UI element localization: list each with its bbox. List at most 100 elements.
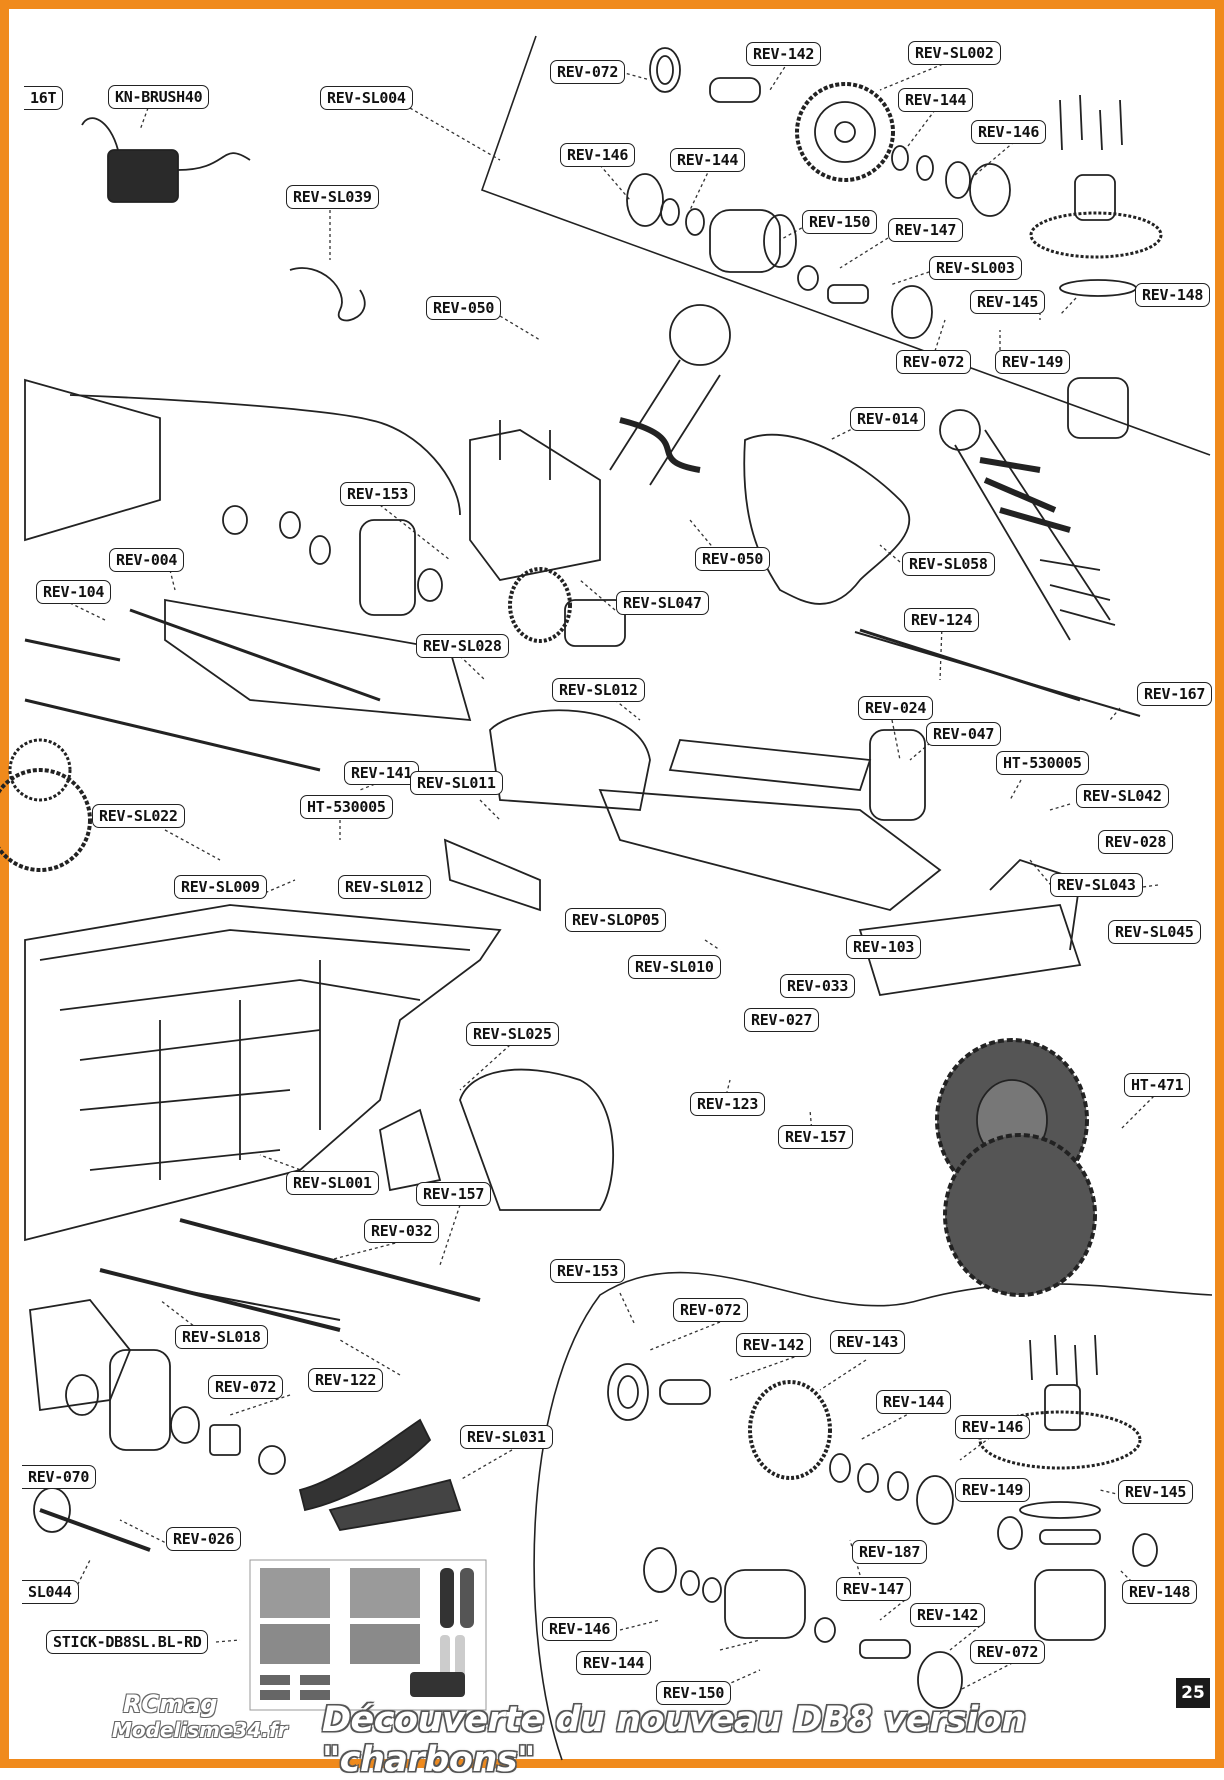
arm-sketch-left <box>24 378 161 542</box>
part-label: REV-157 <box>416 1182 492 1206</box>
part-label: REV-145 <box>1118 1480 1194 1504</box>
part-label: HT-530005 <box>300 795 393 819</box>
rear-hub-sketch <box>109 1349 171 1451</box>
part-label: REV-146 <box>542 1617 618 1641</box>
skid-plate-sketch <box>858 904 1082 997</box>
shock-tower-sketch <box>743 433 911 605</box>
part-label: REV-SL002 <box>908 41 1001 65</box>
part-label: REV-145 <box>970 290 1046 314</box>
part-label: REV-148 <box>1122 1580 1198 1604</box>
part-label: REV-142 <box>736 1333 812 1357</box>
part-label: REV-146 <box>971 120 1047 144</box>
part-label: REV-SLOP05 <box>565 908 667 932</box>
part-label: REV-070 <box>22 1465 97 1489</box>
part-label: REV-SL031 <box>460 1425 553 1449</box>
part-label: REV-072 <box>550 60 626 84</box>
part-label: REV-147 <box>836 1577 912 1601</box>
part-label: REV-072 <box>208 1375 284 1399</box>
part-label: REV-157 <box>778 1125 854 1149</box>
rear-shock-sketch <box>939 409 1116 641</box>
part-label: REV-150 <box>656 1681 732 1705</box>
part-label: REV-072 <box>970 1640 1046 1664</box>
part-label: REV-072 <box>896 350 972 374</box>
part-label: SL044 <box>22 1580 79 1604</box>
part-label: REV-SL018 <box>175 1325 268 1349</box>
part-label: REV-027 <box>744 1008 820 1032</box>
part-label: HT-530005 <box>996 751 1089 775</box>
part-label: REV-SL009 <box>174 875 267 899</box>
part-label: REV-104 <box>36 580 112 604</box>
front-diff-section-boundary <box>480 35 1211 456</box>
gearbox-sketch <box>469 429 601 581</box>
part-label: REV-SL012 <box>552 678 645 702</box>
part-label: REV-SL011 <box>410 771 503 795</box>
part-label: REV-144 <box>898 88 974 112</box>
part-label: REV-028 <box>1098 830 1174 854</box>
part-label: REV-SL022 <box>92 804 185 828</box>
front-diff-sketch <box>1029 94 1163 439</box>
leader-lines <box>69 61 1159 1691</box>
part-label: REV-SL047 <box>616 591 709 615</box>
part-label: REV-187 <box>852 1540 928 1564</box>
part-label: REV-153 <box>340 482 416 506</box>
part-label: REV-024 <box>858 696 934 720</box>
part-label: REV-142 <box>746 42 822 66</box>
part-label: REV-SL001 <box>286 1171 379 1195</box>
rear-lower-arm-sketch <box>598 788 942 911</box>
part-label: REV-146 <box>955 1415 1031 1439</box>
part-label: REV-144 <box>876 1390 952 1414</box>
part-label: REV-072 <box>673 1298 749 1322</box>
chassis-sketch <box>24 904 502 1242</box>
page-caption: Découverte du nouveau DB8 version "charb… <box>322 1700 1026 1780</box>
part-label: REV-144 <box>670 148 746 172</box>
part-label: REV-149 <box>995 350 1071 374</box>
sway-bar-sketch <box>69 394 461 516</box>
part-label: REV-SL025 <box>466 1022 559 1046</box>
part-label: REV-149 <box>955 1478 1031 1502</box>
part-label: REV-032 <box>364 1219 440 1243</box>
part-label: STICK-DB8SL.BL-RD <box>46 1630 209 1654</box>
brand-site: Modelisme34.fr <box>112 1718 288 1742</box>
esc-sketch <box>107 149 179 203</box>
front-shock-sketch <box>609 304 731 486</box>
center-mount-sketch <box>459 1068 614 1211</box>
rear-diff-housing-sketch <box>489 709 651 811</box>
sticker-sheet-sketch <box>249 1559 487 1711</box>
ring-gear-sketch <box>508 567 572 643</box>
part-label: REV-004 <box>109 548 185 572</box>
center-ring-gear-sketch <box>748 1380 832 1480</box>
part-label: REV-SL012 <box>338 875 431 899</box>
part-label: REV-144 <box>576 1651 652 1675</box>
part-label: REV-SL058 <box>902 552 995 576</box>
part-label: REV-141 <box>344 761 420 785</box>
part-label: REV-150 <box>802 210 878 234</box>
part-label: HT-471 <box>1124 1073 1191 1097</box>
page-number: 25 <box>1176 1678 1210 1708</box>
part-label: REV-050 <box>695 547 771 571</box>
part-label: REV-SL010 <box>628 955 721 979</box>
spur-gear-sketch <box>795 82 895 182</box>
part-label: REV-146 <box>560 143 636 167</box>
part-label: REV-047 <box>926 722 1002 746</box>
part-label: REV-124 <box>904 608 980 632</box>
brand-logo: RCmag <box>123 1690 218 1718</box>
part-label: REV-033 <box>780 974 856 998</box>
part-label: REV-SL043 <box>1050 873 1143 897</box>
part-label: REV-103 <box>846 935 922 959</box>
part-label: REV-SL039 <box>286 185 379 209</box>
part-label: 16T <box>24 86 64 110</box>
wire-sketch <box>289 267 366 322</box>
part-label: REV-148 <box>1135 283 1211 307</box>
part-label: REV-153 <box>550 1259 626 1283</box>
center-diff-case-sketch <box>1034 1569 1106 1641</box>
part-label: REV-147 <box>888 218 964 242</box>
part-label: REV-123 <box>690 1092 766 1116</box>
wheel-sketch <box>935 1038 1097 1297</box>
front-lower-arm-sketch <box>164 598 472 722</box>
part-label: REV-SL042 <box>1076 784 1169 808</box>
part-label: REV-SL028 <box>416 634 509 658</box>
part-label: REV-167 <box>1137 682 1213 706</box>
part-label: REV-SL003 <box>929 256 1022 280</box>
part-label: REV-050 <box>426 296 502 320</box>
part-label: REV-142 <box>910 1603 986 1627</box>
